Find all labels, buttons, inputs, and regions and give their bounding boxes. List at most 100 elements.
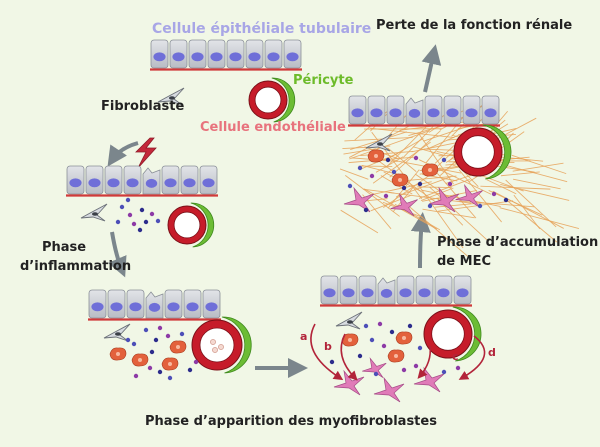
ecm-fiber [362, 188, 395, 194]
nucleus [389, 108, 402, 118]
ecm-fiber [402, 175, 457, 182]
nucleus [172, 52, 185, 62]
ecm-fiber [429, 186, 489, 242]
cytokine-dot [357, 165, 363, 171]
ecm-fiber [423, 125, 469, 142]
cytokine-dot [127, 212, 133, 218]
myofibroblast [390, 192, 418, 217]
ecm-fiber [343, 148, 377, 155]
fibroblast-nucleus [377, 142, 383, 146]
ecm-fiber [345, 174, 400, 217]
fibroblast-icon [157, 87, 185, 106]
cytokine-dot [131, 221, 137, 227]
vessel-lumen [431, 317, 465, 351]
vessel-lumen [199, 327, 235, 363]
ecm-fiber [513, 178, 561, 190]
label-loss-of-renal-function: Perte de la fonction rénale [376, 18, 572, 33]
arrow-myofibroblast-to-ecm [410, 212, 431, 269]
ecm-fiber [339, 168, 369, 180]
epithelium-stage5 [348, 95, 500, 127]
label-path-a: a [300, 330, 307, 343]
vessel-lumen [173, 211, 201, 239]
ecm-fiber [496, 162, 568, 183]
cytokine-dot [385, 157, 391, 163]
nucleus [210, 52, 223, 62]
macrophage-nucleus [374, 154, 378, 158]
cytokine-dot [125, 337, 131, 343]
cytokine-dot [391, 169, 397, 175]
ecm-fiber [340, 209, 379, 234]
nucleus [107, 178, 120, 188]
blood-cell [218, 344, 224, 350]
ecm-fiber [420, 187, 454, 201]
cytokine-dot [143, 327, 149, 333]
cytokine-dot [503, 197, 509, 203]
nucleus [186, 302, 199, 312]
nucleus [361, 288, 374, 298]
label-phase-inflammation-line2: d’inflammation [20, 259, 131, 274]
cytokine-dot [455, 365, 461, 371]
nucleus [408, 108, 421, 118]
cytokine-dot [133, 373, 139, 379]
cytokine-dot [413, 363, 419, 369]
nucleus [286, 52, 299, 62]
ecm-fiber [458, 169, 502, 223]
nucleus [351, 108, 364, 118]
macrophages [341, 331, 413, 363]
blood-cell [212, 347, 218, 353]
cytokine-dot [447, 181, 453, 187]
ecm-fiber [480, 185, 551, 190]
macrophages [367, 149, 439, 187]
ecm-fiber [417, 184, 464, 249]
nucleus [183, 178, 196, 188]
ecm-fiber [506, 199, 558, 243]
cytokine-dot [139, 207, 145, 213]
ecm-fiber [418, 178, 470, 199]
nucleus [446, 108, 459, 118]
nucleus [465, 108, 478, 118]
cytokine-dot [363, 207, 369, 213]
nucleus [323, 288, 336, 298]
pericyte [482, 124, 512, 180]
inflamed-vessel [167, 202, 215, 248]
cytokine-dot [417, 345, 423, 351]
nucleus [229, 52, 242, 62]
fibroblast-icon [335, 311, 363, 330]
cytokine-dot [413, 155, 419, 161]
nucleus [342, 288, 355, 298]
nucleus [456, 288, 469, 298]
nucleus [153, 52, 166, 62]
nucleus [129, 302, 142, 312]
myofibroblast [333, 369, 365, 396]
cytokine-dot [119, 204, 125, 210]
ecm-fiber [375, 156, 404, 173]
nucleus [126, 178, 139, 188]
cytokine-dot [143, 219, 149, 225]
arrow-ecm-to-loss [421, 44, 442, 93]
immune-dots [347, 155, 509, 213]
cytokine-dot [187, 367, 193, 373]
cytokine-dot [407, 323, 413, 329]
nucleus [437, 288, 450, 298]
cytokine-dot [491, 191, 497, 197]
ecm-fiber [513, 194, 541, 230]
cytokine-dot [137, 227, 143, 233]
nucleus [380, 288, 393, 298]
ecm-fiber [344, 137, 413, 142]
macrophage-nucleus [176, 345, 180, 349]
label-phase-ecm-line1: Phase d’accumulation [437, 235, 598, 250]
cytokine-dot [441, 369, 447, 375]
macrophage-nucleus [138, 358, 142, 362]
nucleus [148, 302, 161, 312]
cytokine-dot [155, 218, 161, 224]
label-phase-inflammation-line1: Phase [42, 240, 86, 255]
fibroblast-icon [103, 323, 131, 342]
cytokine-dot [125, 197, 131, 203]
macrophage-nucleus [394, 354, 398, 358]
myofibroblast [455, 183, 483, 208]
cytokine-dot [115, 219, 121, 225]
ecm-fiber [422, 208, 475, 219]
macrophage-nucleus [116, 352, 120, 356]
fibroblast-icon [80, 203, 108, 222]
cytokine-dot [369, 337, 375, 343]
